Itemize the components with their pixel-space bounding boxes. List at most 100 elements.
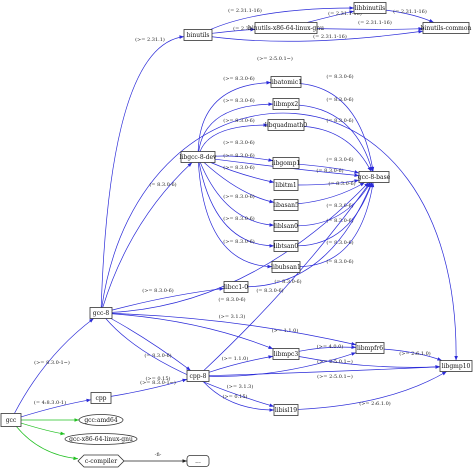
edge-libmpfr-to-libgmp: (>= 2:6.1.0): [383, 348, 442, 361]
edge-arrowhead: [437, 357, 442, 361]
edge-label: (= 4:8.3.0-1): [34, 399, 66, 406]
node-libmpx[interactable]: libmpx2: [272, 98, 300, 110]
node-libgccdev[interactable]: libgcc-8-dev: [180, 151, 218, 163]
node-libbinutils[interactable]: libbinutils: [353, 2, 387, 14]
edge-cpp8-to-libmpc: (>= 1.1.0): [208, 355, 274, 373]
node-gccamd64[interactable]: gcc:amd64: [78, 414, 124, 426]
edge-line: [214, 155, 274, 162]
edge-label: (= 2.31.1-16): [228, 7, 262, 14]
node-shape: [273, 179, 299, 191]
node-label: cpp: [95, 395, 106, 402]
edge-libgccdev-to-libmpx: (>= 8.3.0-6): [198, 97, 274, 152]
edge-binutils-to-libbinutils: (= 2.31.1-16): [210, 6, 355, 30]
node-libgmp[interactable]: libgmp10: [439, 360, 473, 372]
node-gcc8[interactable]: gcc-8: [89, 307, 113, 319]
edge-arrowhead: [267, 264, 272, 269]
edge-line: [297, 182, 365, 205]
edge-line: [199, 162, 275, 226]
node-libatomic[interactable]: libatomic1: [270, 76, 302, 88]
node-gcc[interactable]: gcc: [0, 413, 22, 427]
node-libtsan[interactable]: libtsan0: [273, 240, 299, 252]
edge-arrowhead: [88, 318, 94, 323]
edge-libmpc-to-libgmp: (>= 2:5.0.1~): [298, 356, 441, 369]
edge-gcc8-to-libmpc: (>= 1.1.0): [111, 313, 298, 350]
edge-arrowhead: [219, 287, 224, 291]
node-ccompiler[interactable]: c-compiler: [77, 454, 125, 468]
node-shape: [272, 98, 300, 110]
edge-line: [298, 104, 373, 172]
node-label: libtsan0: [274, 243, 299, 250]
edge-label: (>= 8.3.0-6): [223, 97, 255, 104]
node-label: libmpx2: [274, 101, 299, 108]
edge-libgccdev-to-libitm: (>= 8.3.0-6): [210, 152, 275, 184]
edge-line: [208, 366, 441, 377]
node-libmpc[interactable]: libmpc3: [272, 348, 300, 360]
edge-gcc8-to-gcc8base: (= 8.3.0-6): [111, 182, 369, 313]
edge-label: -fi-: [155, 452, 162, 458]
node-libisl[interactable]: libisl19: [273, 404, 299, 416]
edge-line: [297, 182, 373, 247]
node-label: libgomp1: [272, 160, 300, 167]
edge-line: [297, 182, 371, 227]
edge-arrowhead: [428, 19, 434, 23]
edge-cpp8-to-libisl: (>= 0.15): [202, 381, 275, 412]
edge-line: [316, 28, 424, 30]
edge-gcc-to-gccx86: [20, 422, 66, 436]
edge-label: (= 8.3.0-6): [326, 73, 353, 80]
node-shape: [183, 29, 213, 41]
node-liblsan[interactable]: liblsan0: [273, 220, 299, 232]
edge-line: [111, 313, 274, 350]
node-libquadmath[interactable]: libquadmath0: [265, 119, 307, 131]
edge-label: (>= 0.15): [222, 393, 247, 400]
edge-ccompiler-to-dots: -fi-: [124, 452, 187, 463]
edge-line: [111, 288, 225, 311]
edge-arrowhead: [269, 403, 274, 407]
edge-arrowhead: [268, 355, 273, 359]
edge-line: [210, 7, 355, 30]
node-binutils[interactable]: binutils: [183, 29, 213, 41]
node-libcc1[interactable]: libcc1-0: [223, 281, 249, 293]
edge-arrowhead: [269, 199, 274, 204]
edge-label: (= 8.3.0-6): [326, 96, 353, 103]
edge-line: [211, 30, 424, 42]
node-libmpfr[interactable]: libmpfr6: [355, 342, 385, 354]
node-libubsan[interactable]: libubsan1: [271, 261, 301, 273]
node-binutilsx86[interactable]: binutils-x86-64-linux-gnu: [248, 22, 324, 34]
edge-label: (>= 8.3.0-6): [223, 152, 255, 159]
node-dots[interactable]: ...: [186, 455, 210, 467]
node-libgomp[interactable]: libgomp1: [272, 157, 300, 169]
edge-arrowhead: [86, 398, 91, 403]
edge-libgomp-to-gcc8base: (= 8.3.0-6): [298, 156, 360, 174]
edge-binutilsx86-to-libbinutils: (= 2.31.1-16): [307, 10, 362, 23]
node-label: libatomic1: [270, 79, 302, 86]
edge-gcc8-to-libcc1: (>= 8.3.0-6): [111, 287, 225, 311]
edge-arrowhead: [182, 378, 187, 383]
edge-label: (= 8.3.0-6): [326, 217, 353, 224]
edge-label: (>= 8.3.0-1~): [140, 379, 176, 386]
node-cpp8[interactable]: cpp-8: [186, 370, 210, 382]
edge-libgccdev-to-libasan: (>= 8.3.0-6): [203, 162, 275, 204]
node-shape: [0, 413, 22, 427]
node-shape: [77, 454, 125, 468]
edge-line: [300, 83, 374, 172]
node-cpp[interactable]: cpp: [90, 392, 112, 404]
node-libasan[interactable]: libasan5: [273, 199, 299, 211]
node-label: gcc: [6, 417, 17, 424]
node-binutilscommon[interactable]: binutils-common: [421, 22, 472, 34]
node-gcc8base[interactable]: gcc-8-base: [358, 171, 391, 183]
node-gccx86[interactable]: gcc-x86-64-linux-gnu: [64, 433, 138, 445]
edge-arrowhead: [250, 27, 255, 32]
node-shape: [90, 392, 112, 404]
edge-libgccdev-to-libatomic: (>= 8.3.0-6): [197, 75, 272, 152]
edge-label: (>= 2:5.0.1~): [317, 358, 353, 365]
node-libitm[interactable]: libitm1: [273, 179, 299, 191]
node-shape: [267, 119, 305, 131]
edge-arrowhead: [179, 35, 184, 39]
node-shape: [180, 151, 216, 163]
edge-gcc8-to-libmpfr: (>= 3.1.3): [111, 313, 357, 346]
edge-line: [197, 82, 272, 152]
edge-label: (= 2.31.1-16): [328, 10, 362, 17]
edge-line: [208, 352, 357, 377]
edge-line: [297, 371, 447, 410]
edge-libgccdev-to-libubsan: (>= 8.3.0-6): [198, 162, 273, 269]
